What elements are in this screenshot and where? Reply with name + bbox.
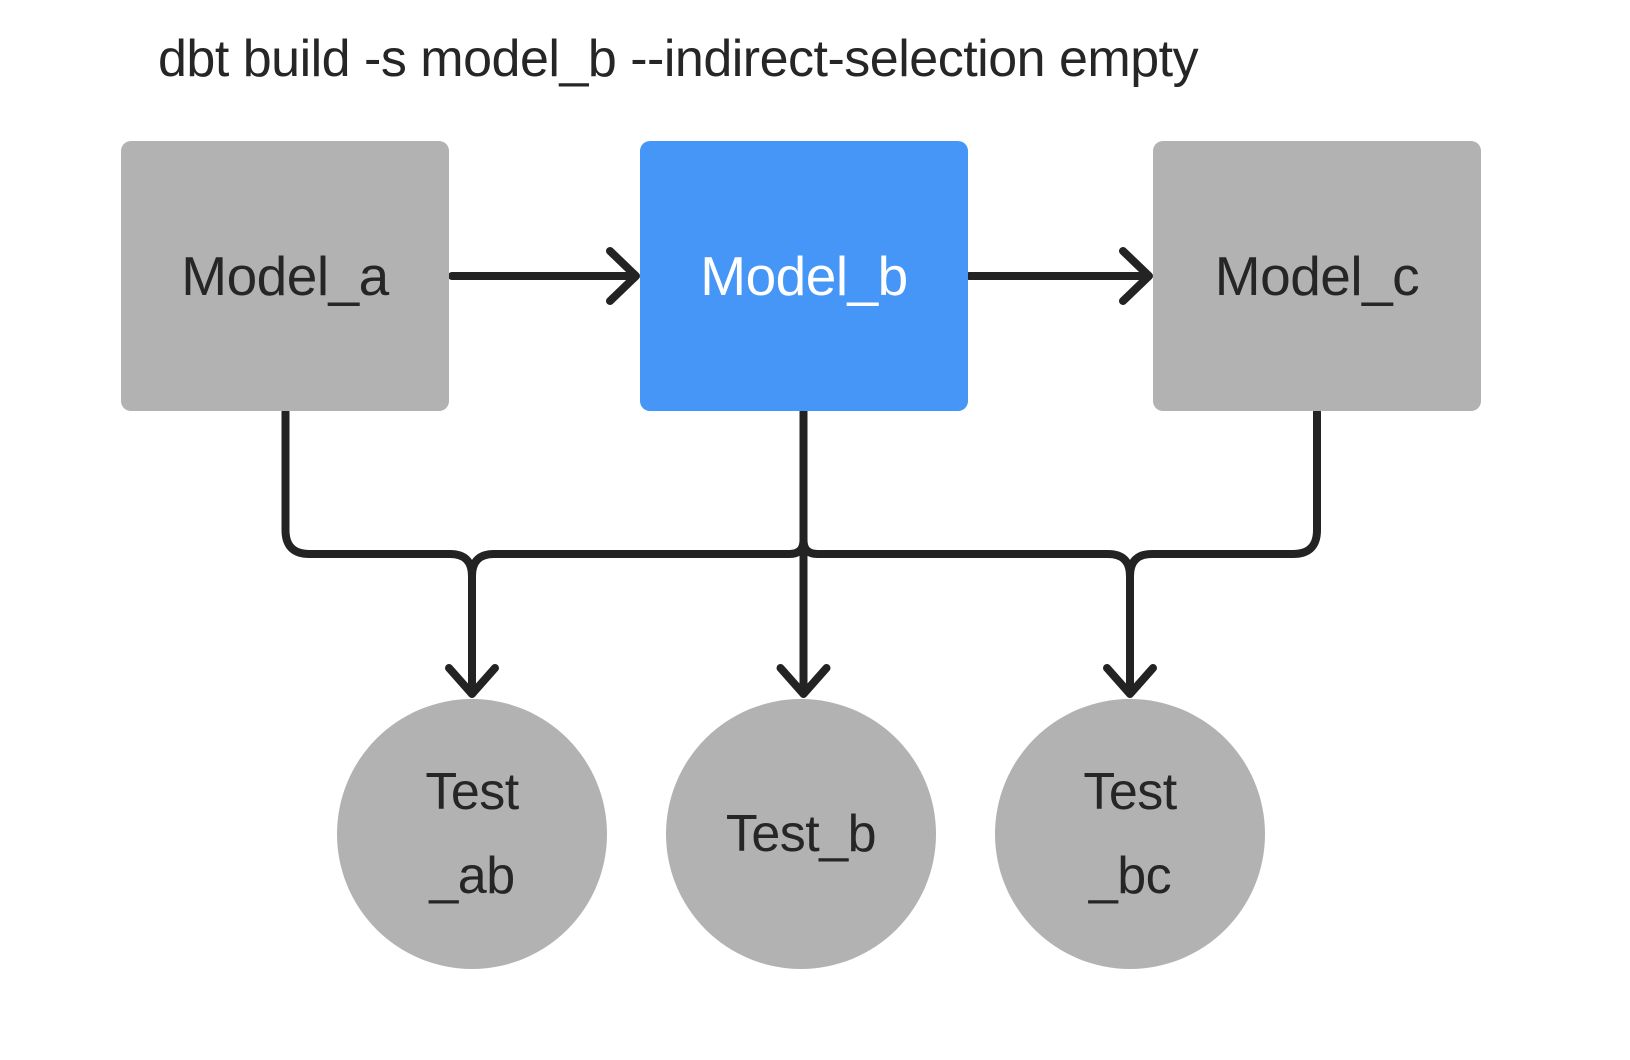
edge-model-c-to-test-bc xyxy=(1126,408,1321,694)
arrowhead-model-c-icon xyxy=(1119,247,1153,305)
edge-model-b-to-test-bc xyxy=(799,407,1134,694)
node-model-b: Model_b xyxy=(640,141,968,411)
node-model-a-label: Model_a xyxy=(181,245,389,307)
node-test-bc-label-line1: Test xyxy=(1083,762,1177,821)
arrowhead-model-b-icon xyxy=(606,247,640,305)
node-model-c-label: Model_c xyxy=(1214,245,1420,307)
node-test-ab: Test _ab xyxy=(337,699,607,969)
node-test-b: Test_b xyxy=(666,699,936,969)
diagram-title: dbt build -s model_b --indirect-selectio… xyxy=(158,30,1199,88)
arrowhead-test-b-icon xyxy=(776,664,831,698)
node-test-ab-label-line2: _ab xyxy=(429,847,515,905)
node-test-ab-label-line1: Test xyxy=(425,762,519,821)
node-model-c: Model_c xyxy=(1153,141,1481,411)
node-test-bc-label-line2: _bc xyxy=(1088,847,1172,905)
arrowhead-test-ab-icon xyxy=(445,664,499,698)
node-model-b-label: Model_b xyxy=(700,245,908,307)
node-test-b-label-line1: Test_b xyxy=(725,804,877,863)
node-model-a: Model_a xyxy=(121,141,449,411)
arrowhead-test-bc-icon xyxy=(1103,664,1157,698)
edge-model-b-to-test-ab xyxy=(468,407,808,694)
edge-model-a-to-test-ab xyxy=(281,408,476,694)
node-test-bc: Test _bc xyxy=(995,699,1265,969)
